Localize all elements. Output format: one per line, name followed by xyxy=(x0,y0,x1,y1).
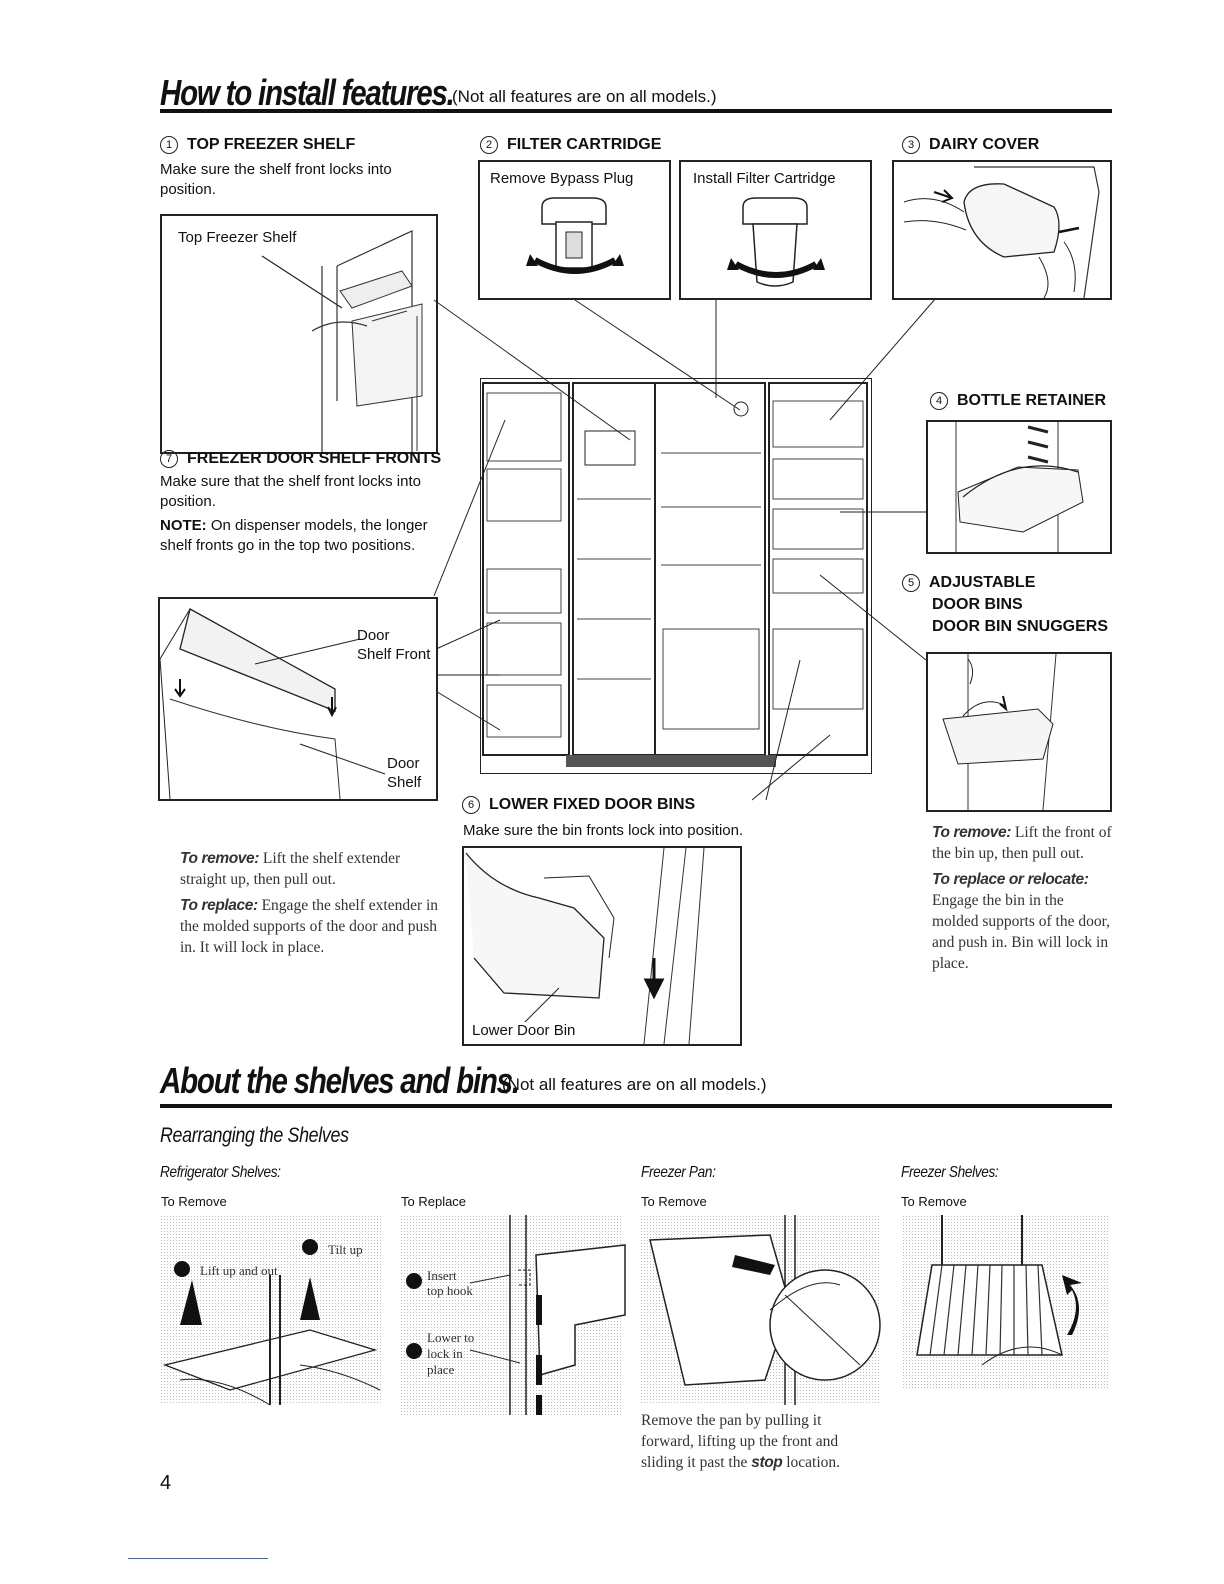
number-badge: 4 xyxy=(930,392,948,410)
number-badge: 6 xyxy=(462,796,480,814)
section-title-install: How to install features. xyxy=(160,72,455,113)
fridge-drawing xyxy=(482,382,868,767)
remove-bypass-plug-label: Remove Bypass Plug xyxy=(490,170,634,187)
freezer-door-shelf-note: NOTE: On dispenser models, the longer sh… xyxy=(160,517,428,554)
refrigerator-remove-label: To Remove xyxy=(161,1194,227,1209)
filter-drawing xyxy=(727,197,825,287)
freezer-pan-drawing xyxy=(649,1215,881,1405)
freezer-shelves-heading: Freezer Shelves: xyxy=(901,1164,999,1181)
dairy-cover-drawing xyxy=(903,166,1100,298)
top-freezer-shelf-illustration: Top Freezer Shelf xyxy=(160,214,438,454)
refrigerator-shelves-heading: Refrigerator Shelves: xyxy=(160,1164,281,1181)
door-shelf-front-callout: Door Shelf Front xyxy=(357,627,431,663)
top-freezer-shelf-text: Make sure the shelf front locks into pos… xyxy=(160,161,392,198)
freezer-door-shelf-text: Make sure that the shelf front locks int… xyxy=(160,473,421,510)
section-title-shelves: About the shelves and bins. xyxy=(160,1060,520,1101)
lower-door-bin-illustration: Lower Door Bin xyxy=(462,846,742,1046)
number-badge: 7 xyxy=(160,450,178,468)
page-number: 4 xyxy=(160,1472,172,1494)
remove-bypass-plug-illustration: Remove Bypass Plug xyxy=(478,160,671,300)
number-badge: 3 xyxy=(902,136,920,154)
freezer-pan-heading: Freezer Pan: xyxy=(641,1164,716,1181)
lower-bin-drawing xyxy=(465,848,705,1044)
freezer-pan-instructions: Remove the pan by pulling it forward, li… xyxy=(641,1412,841,1471)
adjustable-bins-illustration xyxy=(926,652,1112,812)
freezer-pan-illustration xyxy=(640,1215,881,1405)
freezer-pan-remove-label: To Remove xyxy=(641,1194,707,1209)
refrigerator-replace-label: To Replace xyxy=(401,1194,467,1209)
tilt-up-label: Tilt up xyxy=(328,1242,363,1257)
shelf-replace-drawing xyxy=(406,1215,626,1415)
lift-up-label: Lift up and out xyxy=(200,1263,278,1278)
adjustable-bins-instructions: To remove: Lift the front of the bin up,… xyxy=(932,824,1112,972)
dairy-cover-illustration xyxy=(892,160,1112,300)
freezer-door-shelf-illustration: Door Shelf Front Door Shelf xyxy=(158,597,438,801)
refrigerator-remove-illustration: Lift up and out Tilt up xyxy=(160,1215,382,1406)
freezer-shelf-drawing xyxy=(261,230,423,452)
refrigerator-overview-illustration xyxy=(480,378,872,774)
install-filter-label: Install Filter Cartridge xyxy=(693,170,836,187)
rearranging-shelves-heading: Rearranging the Shelves xyxy=(160,1124,349,1147)
number-badge: 2 xyxy=(480,136,498,154)
number-badge: 5 xyxy=(902,574,920,592)
freezer-shelves-remove-label: To Remove xyxy=(901,1194,967,1209)
door-bin-drawing xyxy=(942,654,1057,810)
section-subtitle-shelves: (Not all features are on all models.) xyxy=(502,1075,767,1094)
door-shelf-drawing xyxy=(160,608,386,799)
footer-line xyxy=(128,1558,268,1559)
number-badge: 1 xyxy=(160,136,178,154)
lower-door-bin-callout: Lower Door Bin xyxy=(472,1022,576,1039)
freezer-door-shelf-instructions: To remove: Lift the shelf extender strai… xyxy=(180,850,439,956)
door-shelf-callout: Door Shelf xyxy=(387,755,422,791)
bottle-retainer-drawing xyxy=(955,422,1084,552)
top-freezer-shelf-callout: Top Freezer Shelf xyxy=(178,229,297,246)
wire-shelf-drawing xyxy=(916,1215,1082,1366)
section-subtitle-install: (Not all features are on all models.) xyxy=(452,87,717,106)
shelf-remove-drawing xyxy=(162,1239,381,1406)
bottle-retainer-illustration xyxy=(926,420,1112,554)
section-rule xyxy=(160,1104,1112,1108)
bypass-plug-drawing xyxy=(526,197,624,274)
install-filter-illustration: Install Filter Cartridge xyxy=(679,160,872,300)
lower-fixed-door-bins-text: Make sure the bin fronts lock into posit… xyxy=(463,822,744,839)
section-rule xyxy=(160,109,1112,113)
freezer-shelves-illustration xyxy=(902,1215,1110,1390)
